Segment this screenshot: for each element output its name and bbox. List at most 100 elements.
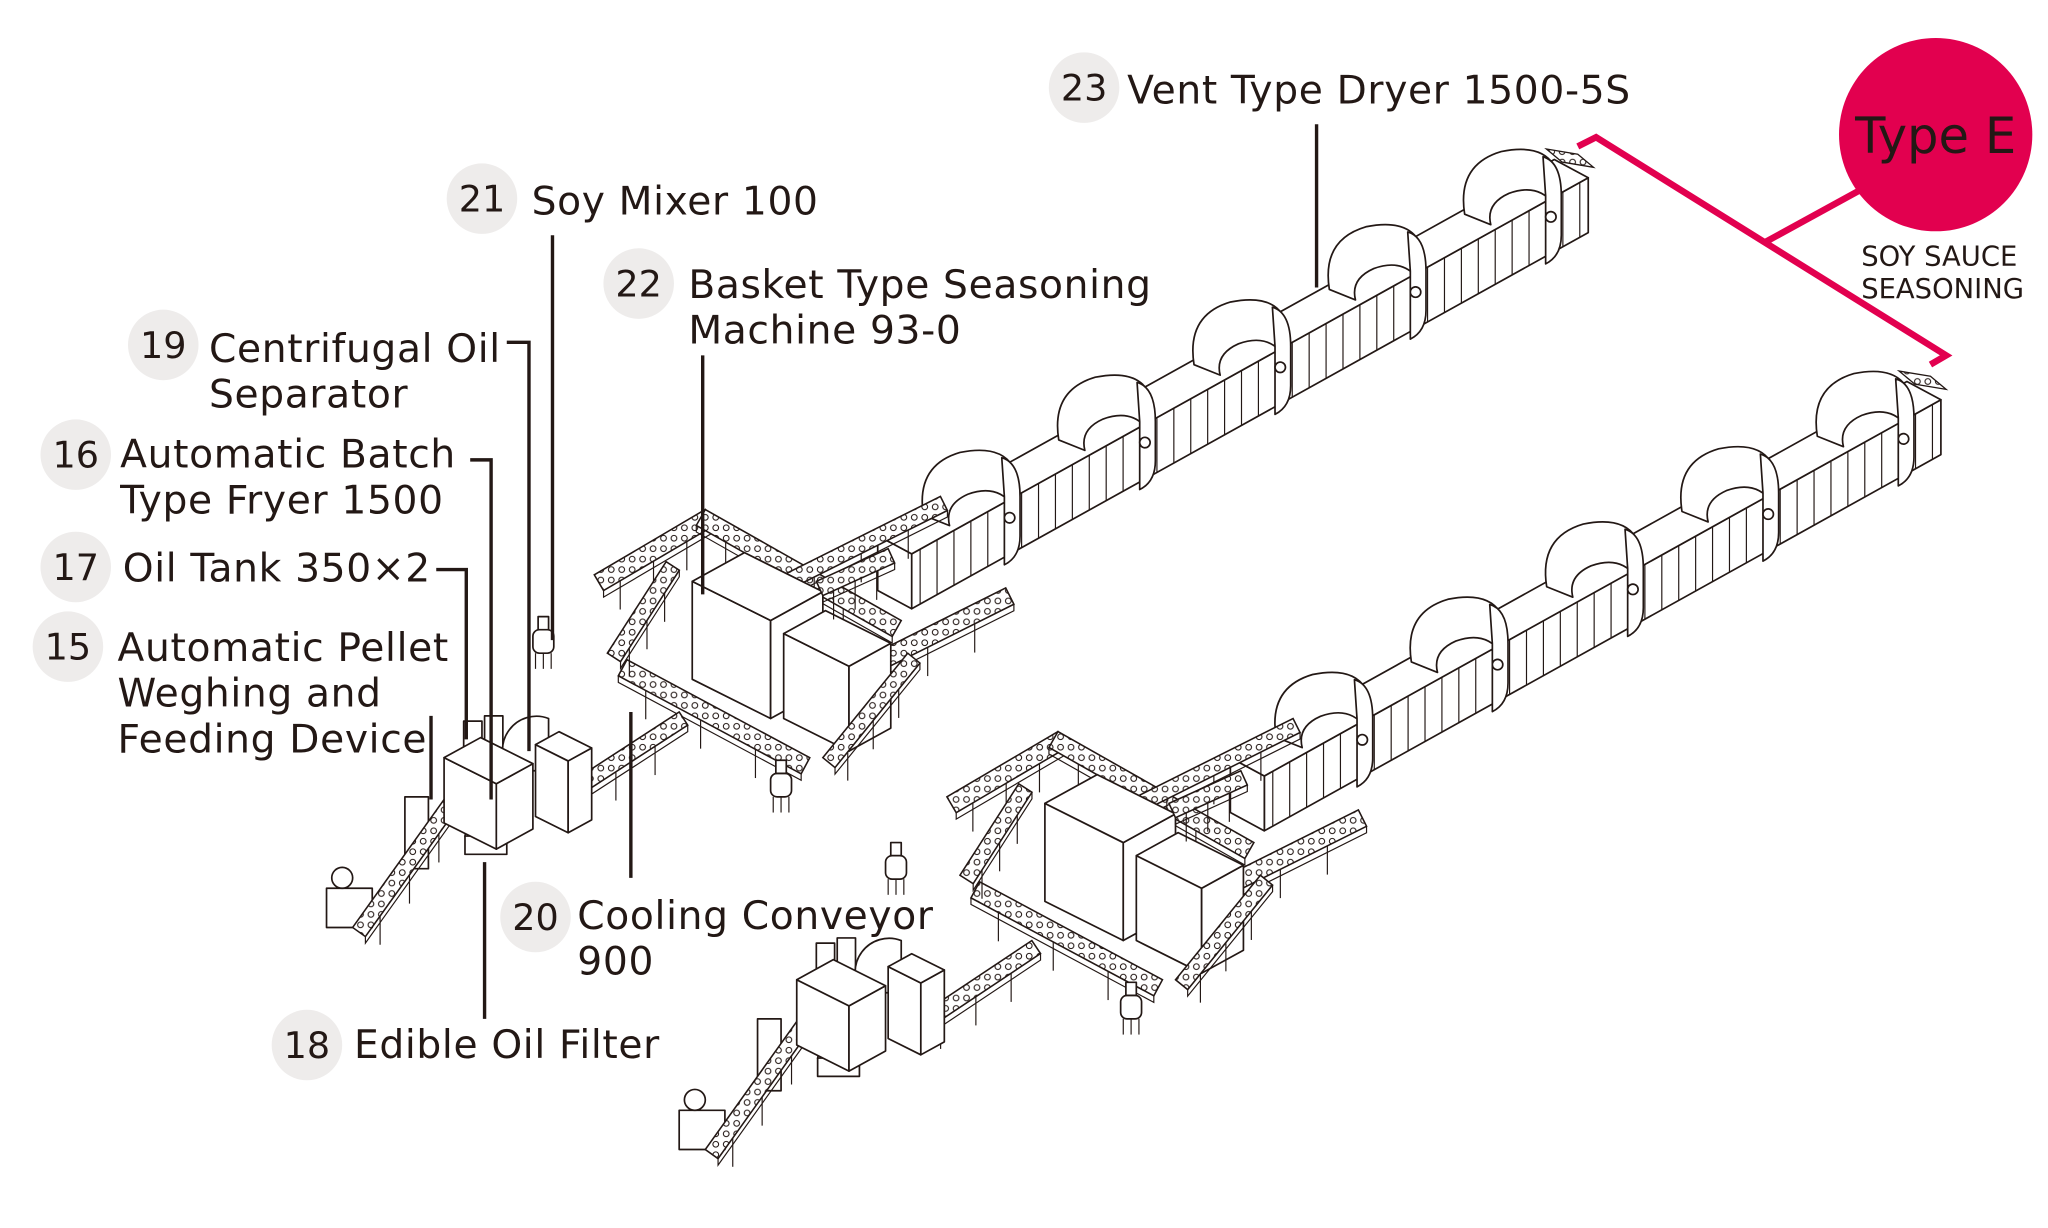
- label-number: 16: [52, 434, 99, 477]
- box-top: [795, 958, 887, 1007]
- conveyor-rail: [1174, 785, 1248, 826]
- dryer-port: [1138, 436, 1151, 449]
- label-17: 17 Oil Tank 350×2: [40, 531, 431, 603]
- mixer-tank: [532, 628, 555, 655]
- box-side: [919, 969, 946, 1056]
- dryer-port: [1356, 733, 1369, 746]
- label-text: Basket Type Seasoning: [688, 263, 1151, 308]
- dryer-outlet-grate: [1896, 370, 1949, 391]
- lower-seasoning-line-machine-b: [1135, 831, 1245, 975]
- mixer-motor: [1125, 981, 1138, 997]
- lower-seasoning-line-conveyor-front: [969, 880, 1164, 1004]
- label-number: 17: [52, 546, 99, 589]
- label-text: Soy Mixer 100: [532, 179, 819, 224]
- label-15: 15 Automatic Pellet Weghing and Feeding …: [32, 611, 449, 762]
- conveyor-belt: [815, 547, 896, 597]
- type-badge-circle: [1839, 38, 2033, 232]
- label-19: 19 Centrifugal Oil Separator: [128, 309, 501, 418]
- mixer-tank: [769, 772, 793, 798]
- label-text: Machine 93-0: [688, 309, 961, 354]
- dryer-port: [1003, 511, 1016, 524]
- mixer-motor: [889, 841, 903, 857]
- label-number: 23: [1061, 67, 1108, 110]
- lower-vent-dryer: [1229, 370, 1949, 832]
- leader-lines: [429, 124, 1319, 1019]
- label-text: Automatic Batch: [120, 433, 456, 478]
- upper-soy-mixer: [532, 615, 555, 669]
- conveyor-rail: [822, 562, 896, 604]
- type-badge-subtitle-1: SOY SAUCE: [1861, 241, 2017, 272]
- dryer-port: [1762, 508, 1775, 521]
- type-badge-title: Type E: [1854, 107, 2016, 165]
- conveyor-rail: [970, 897, 1155, 1004]
- label-text: Feeding Device: [118, 717, 428, 762]
- dryer-port: [1491, 658, 1504, 671]
- dryer-port: [1626, 583, 1639, 596]
- label-number: 15: [45, 626, 92, 669]
- dryer-duct: [1271, 306, 1292, 416]
- lower-fryer-group-separator-box: [887, 952, 946, 1056]
- pellet-hopper: [683, 1088, 707, 1112]
- label-text: Oil Tank 350×2: [123, 546, 431, 591]
- mixer-motor: [774, 759, 788, 775]
- label-text: Vent Type Dryer 1500-5S: [1127, 68, 1631, 113]
- upper-seasoning-line-conveyor-front: [617, 658, 811, 782]
- upper-seasoning-line-machine-b: [782, 609, 892, 752]
- box-top: [1135, 831, 1245, 890]
- dryer-port: [1897, 432, 1910, 445]
- label-text: Separator: [209, 373, 408, 418]
- mixer-tank: [1119, 994, 1143, 1020]
- dryer-duct: [1406, 231, 1427, 340]
- box-top: [782, 609, 892, 668]
- label-number: 18: [284, 1024, 331, 1067]
- lower-soy-mixer: [884, 841, 908, 895]
- dryer-port: [1409, 285, 1422, 299]
- box-top: [887, 952, 946, 984]
- conveyor-rail: [617, 675, 802, 782]
- lower-seasoning-line-conveyor-left: [958, 782, 1034, 899]
- box-top: [443, 736, 534, 785]
- label-number: 20: [512, 896, 559, 939]
- label-number: 21: [459, 178, 506, 221]
- upper-fryer-group-fryer: [443, 736, 534, 850]
- label-21: 21 Soy Mixer 100: [446, 163, 819, 234]
- type-connector-line: [1576, 133, 1953, 368]
- label-text: 900: [577, 939, 654, 984]
- upper-transfer-conveyor: [815, 547, 896, 620]
- dryer-duct: [1488, 603, 1509, 713]
- label-text: Automatic Pellet: [118, 626, 449, 671]
- lower-fryer-group-fryer: [795, 958, 887, 1072]
- dryer-duct: [1624, 528, 1645, 638]
- label-number: 19: [140, 324, 187, 367]
- dryer-port: [1274, 361, 1287, 374]
- dryer-duct: [1000, 456, 1021, 566]
- type-badge-subtitle-2: SEASONING: [1861, 274, 2024, 305]
- label-text: Cooling Conveyor: [577, 894, 934, 939]
- box-top: [534, 730, 593, 762]
- label-text: Edible Oil Filter: [354, 1023, 660, 1068]
- conveyor-rail: [619, 570, 680, 671]
- label-text: Weghing and: [118, 672, 382, 717]
- upper-soy-mixer-2: [769, 759, 793, 813]
- dryer-duct: [1759, 453, 1780, 562]
- box-side: [567, 747, 593, 834]
- dryer-port: [1544, 210, 1557, 223]
- mixer-tank: [884, 854, 908, 880]
- lower-seasoning-line-conveyor-incline: [1174, 874, 1274, 1003]
- label-18: 18 Edible Oil Filter: [271, 1009, 660, 1081]
- upper-fryer-group-separator-box: [534, 730, 593, 834]
- pellet-hopper: [330, 866, 354, 890]
- upper-seasoning-line-conveyor-incline: [821, 652, 922, 781]
- dryer-duct: [1136, 381, 1157, 491]
- label-text: Centrifugal Oil: [209, 327, 501, 372]
- conveyor-rail: [972, 792, 1033, 893]
- label-number: 22: [615, 263, 662, 306]
- upper-vent-dryer: [876, 147, 1596, 610]
- lower-transfer-conveyor: [1167, 769, 1249, 842]
- dryer-outlet-grate: [1544, 147, 1596, 169]
- dryer-duct: [1894, 377, 1915, 487]
- conveyor-rail: [1187, 885, 1274, 998]
- conveyor-rail: [834, 663, 921, 776]
